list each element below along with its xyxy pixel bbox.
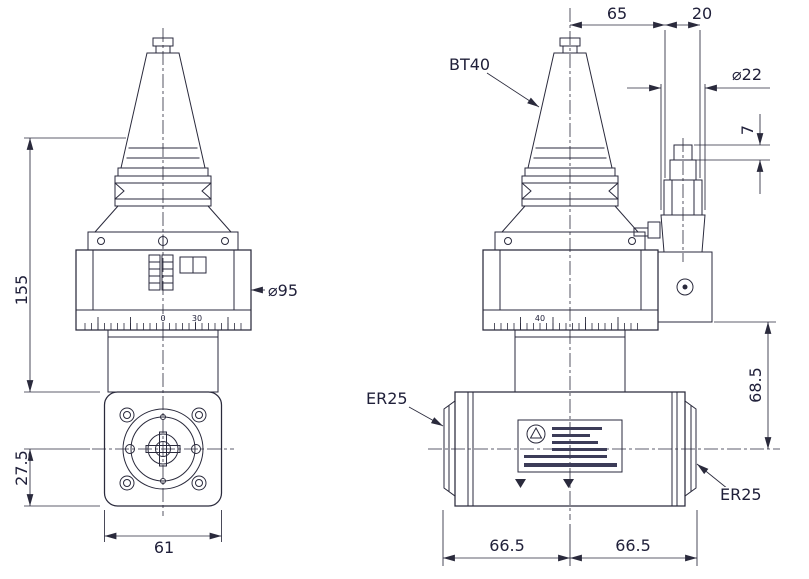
name-plate [515, 419, 623, 488]
side-scale-major-ticks [490, 317, 640, 330]
side-centerlines [428, 8, 780, 520]
front-view: 155 27.5 61 ⌀95 0 30 [11, 28, 300, 559]
front-bt40-taper [114, 37, 212, 207]
side-view: 65 20 ⌀22 7 68.5 66.5 66.5 BT40 ER25 ER2… [365, 3, 780, 566]
front-scale-major-ticks [84, 317, 244, 330]
front-scale-0-label: 0 [160, 314, 165, 323]
dim-7-label: 7 [738, 125, 757, 135]
coolant-mark-right [563, 479, 574, 488]
front-scale-30-label: 30 [192, 314, 202, 323]
side-output-spindle [633, 144, 706, 253]
side-bt40-taper [521, 37, 619, 207]
front-centerlines [92, 28, 234, 516]
front-dimensions: 155 27.5 61 ⌀95 0 30 [11, 137, 300, 559]
dim-20-label: 20 [692, 4, 712, 23]
front-head-body [75, 205, 252, 393]
dim-155-label: 155 [12, 275, 31, 306]
side-head-body [482, 205, 713, 331]
dim-61-label: 61 [154, 538, 174, 557]
dim-65-label: 65 [607, 4, 627, 23]
coolant-mark-left [515, 479, 526, 488]
er25-left-label: ER25 [366, 389, 408, 408]
side-angle-housing [443, 329, 697, 507]
front-output-flange [103, 391, 223, 507]
side-scale-40-label: 40 [535, 314, 545, 323]
bt40-label: BT40 [449, 55, 490, 74]
side-dimensions: 65 20 ⌀22 7 68.5 66.5 66.5 BT40 ER25 ER2… [365, 3, 776, 566]
dia-22-label: ⌀22 [732, 65, 762, 84]
dim-66-5-left-label: 66.5 [489, 536, 525, 555]
er25-right-label: ER25 [720, 485, 762, 504]
dia-95-label: ⌀95 [268, 281, 298, 300]
dim-66-5-right-label: 66.5 [615, 536, 651, 555]
dim-27-5-label: 27.5 [12, 450, 31, 486]
dim-68-5-label: 68.5 [746, 367, 765, 403]
